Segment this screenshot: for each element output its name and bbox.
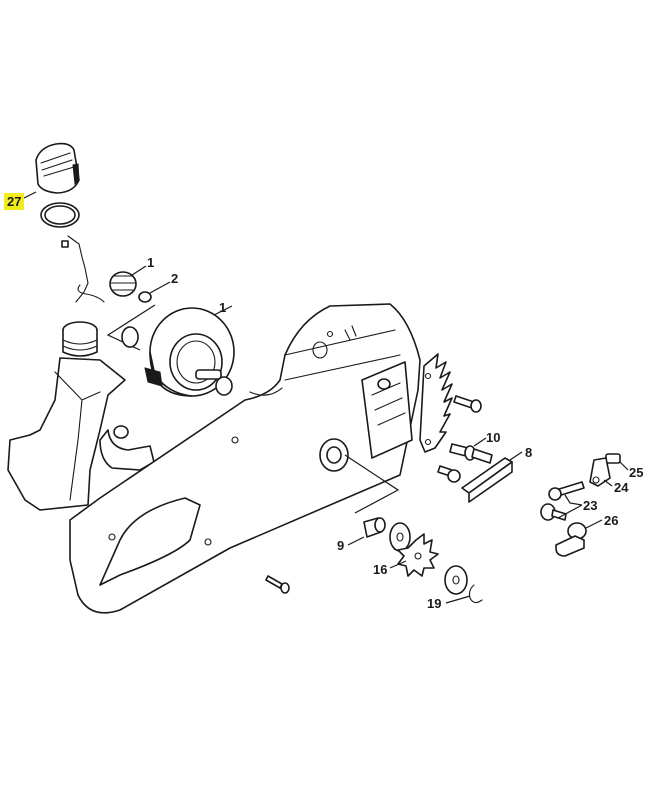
tensioner-assembly-drawing	[540, 453, 629, 557]
collar-stud-drawing	[449, 437, 493, 464]
callout-2-bushing[interactable]: 2	[171, 271, 179, 286]
oil-tank-cap-drawing	[21, 142, 80, 200]
housing-screw-drawing	[265, 575, 290, 594]
callout-26-tensioner-slide[interactable]: 26	[604, 513, 619, 528]
stud-nut-drawing	[437, 465, 461, 483]
callout-10-collar-stud[interactable]: 10	[486, 430, 501, 445]
guide-plate-drawing	[461, 451, 523, 503]
callout-9-needle-cage[interactable]: 9	[337, 538, 345, 553]
seal-ring-drawing	[40, 202, 80, 228]
callout-19-e-clip[interactable]: 19	[427, 596, 442, 611]
sprocket-group-drawing	[344, 454, 483, 604]
bumper-spike-drawing	[419, 353, 453, 453]
callout-25-nut[interactable]: 25	[629, 465, 644, 480]
tank-strap-drawing	[61, 235, 105, 303]
spike-screw-drawing	[453, 395, 482, 413]
spur-gear-drawing	[109, 265, 171, 303]
oil-tank-drawing	[7, 321, 155, 511]
callout-1-spur-gear[interactable]: 1	[147, 255, 155, 270]
washer-drawing	[121, 326, 139, 348]
callout-27-oil-tank-cap[interactable]: 27	[4, 193, 25, 210]
callout-16-sprocket[interactable]: 16	[373, 562, 388, 577]
callout-23-tensioning-screw[interactable]: 23	[583, 498, 598, 513]
callout-8-guide-plate[interactable]: 8	[525, 445, 533, 460]
callout-24-tensioner-plate[interactable]: 24	[614, 480, 629, 495]
clutch-drum-drawing	[144, 305, 235, 397]
callout-1-clutch-drum[interactable]: 1	[219, 300, 227, 315]
sprocket-cover-housing-drawing	[69, 303, 421, 614]
